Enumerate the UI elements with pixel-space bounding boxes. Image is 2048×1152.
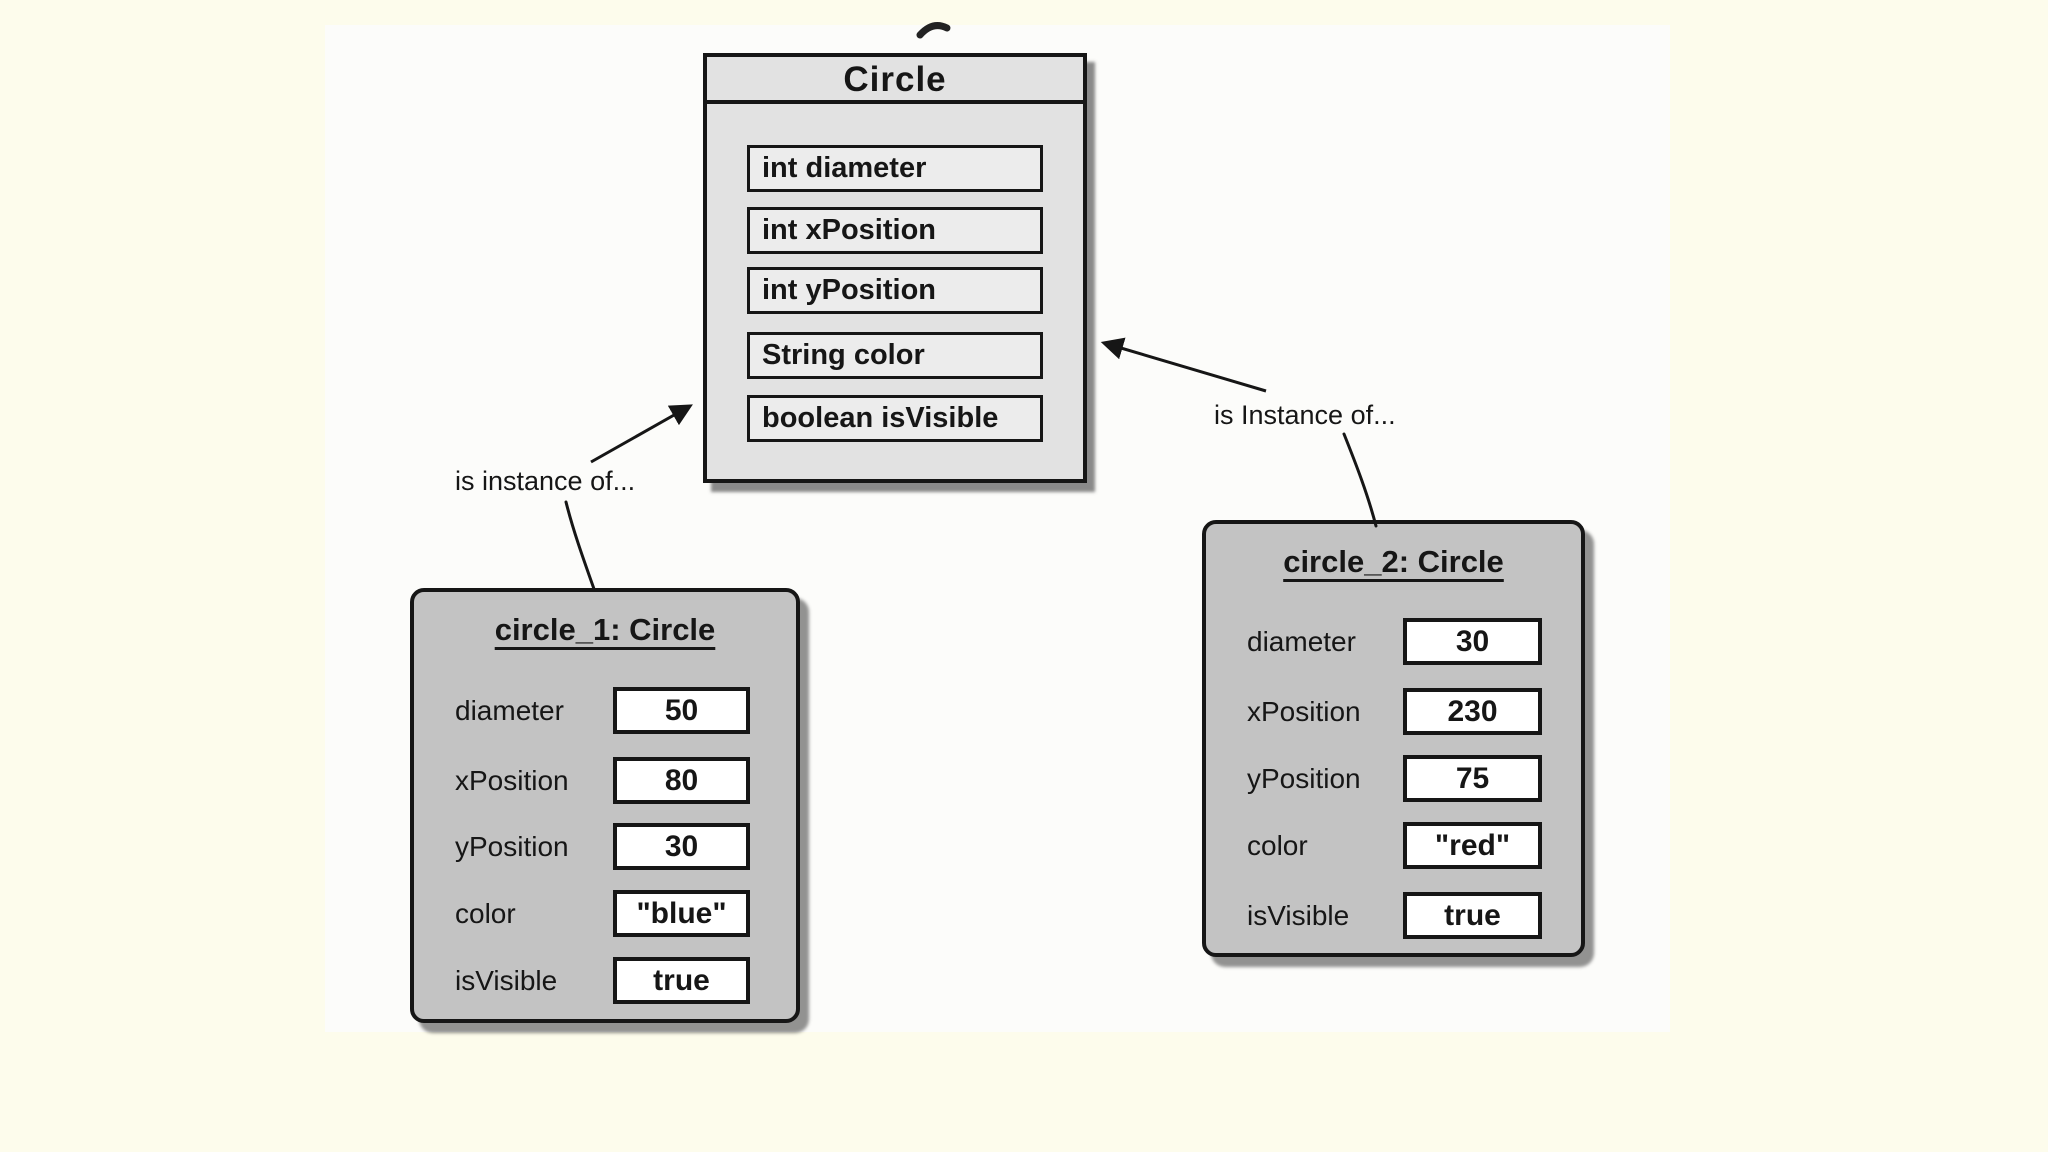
attr-label-diameter: diameter (455, 695, 564, 726)
value-box-diameter: 30 (1403, 618, 1542, 665)
attr-label-isvisible: isVisible (455, 965, 558, 996)
value-box-yposition: 30 (613, 823, 750, 870)
class-box-circle: Circle int diameter int xPosition int yP… (703, 53, 1087, 483)
attr-label-diameter: diameter (1247, 626, 1356, 657)
attr-label-color: color (455, 898, 516, 929)
class-field-isvisible: boolean isVisible (747, 395, 1043, 442)
is-instance-of-label-left: is instance of... (455, 466, 636, 496)
value-box-isvisible: true (1403, 892, 1542, 939)
attr-label-yposition: yPosition (455, 831, 569, 862)
value-box-xposition: 230 (1403, 688, 1542, 735)
instance-box-circle-2: circle_2: Circle diameter 30 xPosition 2… (1202, 520, 1585, 957)
value-box-color: "blue" (613, 890, 750, 937)
value-box-yposition: 75 (1403, 755, 1542, 802)
class-field-color: String color (747, 332, 1043, 379)
is-instance-of-label-right: is Instance of... (1214, 400, 1396, 430)
instance-box-circle-1: circle_1: Circle diameter 50 xPosition 8… (410, 588, 800, 1023)
value-box-color: "red" (1403, 822, 1542, 869)
value-box-xposition: 80 (613, 757, 750, 804)
class-field-diameter: int diameter (747, 145, 1043, 192)
attr-label-yposition: yPosition (1247, 763, 1361, 794)
attr-label-isvisible: isVisible (1247, 900, 1350, 931)
attr-label-xposition: xPosition (1247, 696, 1361, 727)
class-field-xposition: int xPosition (747, 207, 1043, 254)
attr-label-color: color (1247, 830, 1308, 861)
instance-title: circle_2: Circle (1283, 544, 1504, 579)
instance-title: circle_1: Circle (494, 612, 716, 647)
class-title: Circle (707, 57, 1083, 104)
value-box-isvisible: true (613, 957, 750, 1004)
value-box-diameter: 50 (613, 687, 750, 734)
class-field-yposition: int yPosition (747, 267, 1043, 314)
attr-label-xposition: xPosition (455, 765, 569, 796)
